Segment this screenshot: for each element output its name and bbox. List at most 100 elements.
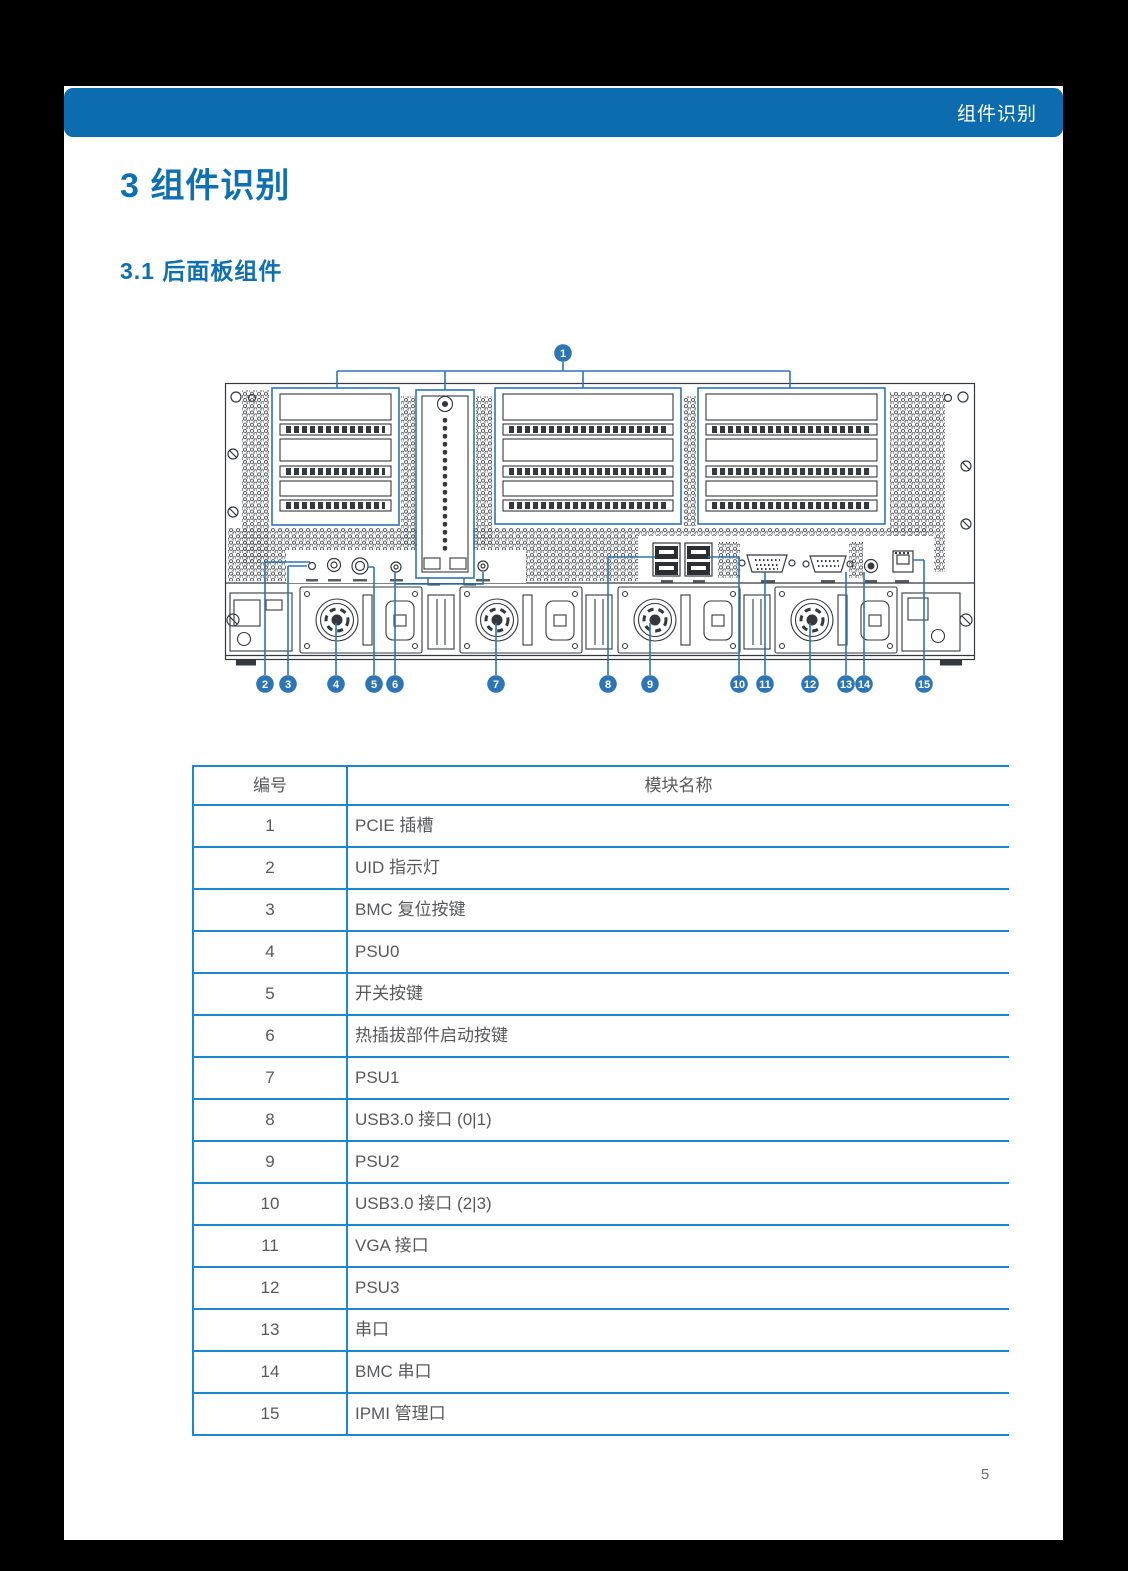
cell-number: 14	[194, 1352, 348, 1392]
power-button-icon	[351, 557, 369, 575]
callout-badge-2	[256, 675, 274, 693]
callout-badge-3	[279, 675, 297, 693]
table-row: 14 BMC 串口	[194, 1352, 1009, 1394]
cell-number: 1	[194, 806, 348, 846]
vent-pattern	[228, 390, 945, 583]
callout-badge-14	[855, 675, 873, 693]
table-header-row: 编号 模块名称	[194, 767, 1009, 806]
vga-port-icon	[738, 554, 796, 573]
table-row: 2 UID 指示灯	[194, 848, 1009, 890]
callout-number: 12	[804, 679, 816, 691]
cell-module-name: 热插拔部件启动按键	[355, 1026, 508, 1045]
table-row: 15 IPMI 管理口	[194, 1394, 1009, 1436]
cell-number: 6	[194, 1016, 348, 1056]
pcie-cage-right	[705, 393, 878, 512]
cell-module-name: PSU1	[355, 1068, 400, 1087]
psu-row	[229, 586, 962, 666]
cell-module-name: 开关按键	[355, 984, 423, 1003]
psu-1	[459, 586, 583, 654]
cell-number: 11	[194, 1226, 348, 1266]
callout-number: 13	[840, 679, 852, 691]
chassis-outline	[224, 382, 976, 661]
cell-module-name: USB3.0 接口 (0|1)	[355, 1110, 492, 1129]
cell-module-name: UID 指示灯	[355, 858, 440, 877]
callout-badge-8	[599, 675, 617, 693]
uid-led-icon	[307, 561, 317, 571]
page-header-bar: 组件识别	[64, 88, 1063, 137]
callout-number: 6	[392, 679, 398, 691]
callout-badge-12	[801, 675, 819, 693]
cell-number: 10	[194, 1184, 348, 1224]
cell-module-name: PSU0	[355, 942, 400, 961]
pcie-cage-center	[502, 393, 674, 512]
column-header-module-name: 模块名称	[644, 776, 713, 795]
cell-module-name: VGA 接口	[355, 1236, 429, 1255]
rear-ports	[306, 542, 914, 583]
cell-number: 9	[194, 1142, 348, 1182]
column-header-number: 编号	[194, 767, 348, 804]
small-button-icon	[477, 560, 489, 572]
cell-module-name: 串口	[355, 1320, 389, 1339]
callout-number: 8	[605, 679, 611, 691]
callout-badge-7	[487, 675, 505, 693]
callout-badge-11	[756, 675, 774, 693]
cell-number: 2	[194, 848, 348, 888]
cell-module-name: IPMI 管理口	[355, 1404, 446, 1423]
cell-module-name: PSU2	[355, 1152, 400, 1171]
callout-number: 11	[759, 679, 771, 691]
cell-module-name: PSU3	[355, 1278, 400, 1297]
callout-badge-6	[386, 675, 404, 693]
chassis-feet	[236, 659, 962, 666]
callout-number: 7	[493, 679, 499, 691]
callout-number: 4	[333, 679, 340, 691]
cell-number: 15	[194, 1394, 348, 1434]
cell-number: 7	[194, 1058, 348, 1098]
table-row: 12 PSU3	[194, 1268, 1009, 1310]
riser-card	[421, 395, 476, 586]
cell-number: 3	[194, 890, 348, 930]
chassis-end-caps	[229, 592, 961, 652]
usb-ports-01-icon	[652, 542, 681, 577]
table-row: 3 BMC 复位按键	[194, 890, 1009, 932]
document-page: 组件识别 3 组件识别 3.1 后面板组件	[64, 86, 1063, 1540]
cell-module-name: BMC 复位按键	[355, 900, 466, 919]
callout-number: 10	[733, 679, 745, 691]
ipmi-port-icon	[892, 550, 914, 573]
page-number: 5	[980, 1466, 990, 1483]
callout-leader-lines	[264, 362, 925, 675]
callout-badge-9	[641, 675, 659, 693]
table-row: 9 PSU2	[194, 1142, 1009, 1184]
callout-number: 14	[858, 679, 871, 691]
hotswap-button-icon	[390, 561, 402, 573]
psu-3	[774, 586, 898, 654]
callout-number: 3	[285, 679, 291, 691]
cell-module-name: USB3.0 接口 (2|3)	[355, 1194, 492, 1213]
bmc-serial-port-icon	[863, 558, 879, 574]
pcie-cage-left	[279, 393, 392, 512]
chassis-screw-icon	[226, 448, 973, 627]
psu-0	[299, 586, 423, 654]
table-row: 11 VGA 接口	[194, 1226, 1009, 1268]
chapter-title: 3 组件识别	[120, 167, 291, 205]
table-row: 5 开关按键	[194, 974, 1009, 1016]
callout-number: 5	[371, 679, 377, 691]
callout-badge-1	[554, 344, 572, 362]
table-row: 7 PSU1	[194, 1058, 1009, 1100]
cell-number: 5	[194, 974, 348, 1014]
callout-badge-15	[915, 675, 933, 693]
cell-module-name: BMC 串口	[355, 1362, 432, 1381]
psu-latches	[427, 594, 771, 650]
cell-number: 8	[194, 1100, 348, 1140]
callout-badge-13	[837, 675, 855, 693]
callout-number: 15	[918, 679, 930, 691]
cell-number: 12	[194, 1268, 348, 1308]
callout-badge-4	[327, 675, 345, 693]
